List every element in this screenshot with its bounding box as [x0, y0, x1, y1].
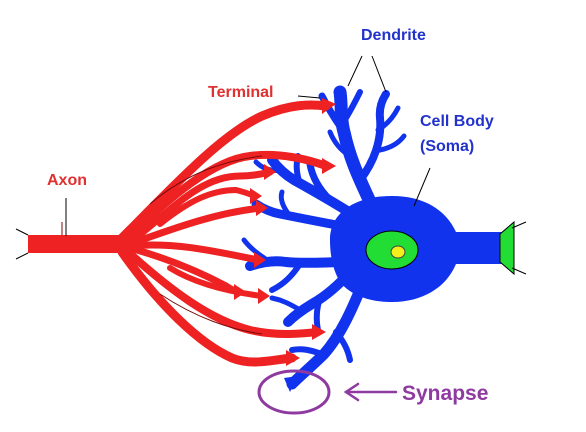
- axon-branch: [115, 100, 331, 245]
- terminal-bouton: [254, 252, 266, 268]
- label-soma: (Soma): [420, 138, 474, 155]
- axon-branch: [126, 241, 262, 264]
- terminal-bouton: [234, 284, 246, 300]
- dendrite-branch: [356, 90, 390, 184]
- axon-branch: [167, 265, 265, 299]
- dendrite-branch: [313, 295, 323, 333]
- axon-branch: [122, 246, 322, 338]
- dendrite-branch: [269, 295, 303, 313]
- terminal-bouton: [286, 350, 300, 366]
- terminal-bouton: [256, 200, 268, 216]
- dendrite-leader-2: [371, 55, 387, 93]
- terminal-bouton: [258, 288, 270, 304]
- dendrite-upper-trunk: [333, 85, 379, 213]
- terminal-bouton: [322, 98, 336, 114]
- terminal-bouton: [312, 324, 326, 340]
- axon-branch: [126, 204, 266, 248]
- soma: [330, 196, 512, 302]
- dendrite-branch: [278, 189, 293, 219]
- dendrite-branch: [251, 199, 347, 231]
- synapse-arrow-head: [343, 382, 360, 402]
- terminal-leader: [297, 95, 321, 99]
- axon-shading-line: [149, 155, 263, 205]
- dendrite-branch: [306, 160, 334, 204]
- synapse-dendrite-tip: [284, 376, 298, 392]
- axon-branches: [115, 100, 331, 367]
- axon-branch: [117, 247, 297, 367]
- axon-shading-line: [159, 293, 263, 335]
- right-axon-terminal: [499, 220, 515, 276]
- dendrite-leader-1: [347, 55, 363, 87]
- axon-branch: [157, 186, 257, 227]
- axon-terminal-boutons: [234, 98, 336, 366]
- label-synapse: Synapse: [402, 382, 488, 405]
- label-axon: Axon: [47, 172, 87, 189]
- axon-left-end: [15, 228, 29, 260]
- dendrite-branch: [289, 346, 325, 357]
- axon-branch: [120, 150, 330, 246]
- label-dendrite: Dendrite: [361, 27, 426, 44]
- axon-group: [15, 98, 336, 367]
- label-terminal: Terminal: [208, 84, 274, 101]
- axon-shading: [61, 155, 263, 335]
- axon-trunk: [28, 235, 128, 253]
- neuron-body-group: [241, 85, 527, 390]
- axon-branch: [124, 168, 274, 248]
- dendrite-branch: [318, 92, 348, 136]
- leader-lines: [65, 55, 431, 236]
- dendrite-branch: [333, 329, 353, 363]
- dendrite-branch: [377, 133, 407, 153]
- dendrite-branch: [375, 105, 401, 133]
- dendrite-branch: [269, 261, 303, 293]
- synapse-arrow: [343, 382, 398, 402]
- dendrite-branch: [267, 155, 357, 219]
- label-cell-body: Cell Body: [420, 113, 494, 130]
- terminal-bouton: [322, 158, 336, 174]
- right-terminal-outline: [511, 221, 527, 275]
- cell-body-leader: [413, 167, 431, 207]
- dendrite-branch: [327, 129, 353, 159]
- terminal-bouton: [264, 164, 276, 180]
- nucleolus: [390, 245, 406, 259]
- synapse-circle: [257, 369, 331, 415]
- dendrite-branch: [343, 89, 363, 121]
- terminal-bouton: [250, 188, 262, 204]
- dendrite-branch: [241, 237, 273, 265]
- dendrite-branch: [283, 265, 357, 327]
